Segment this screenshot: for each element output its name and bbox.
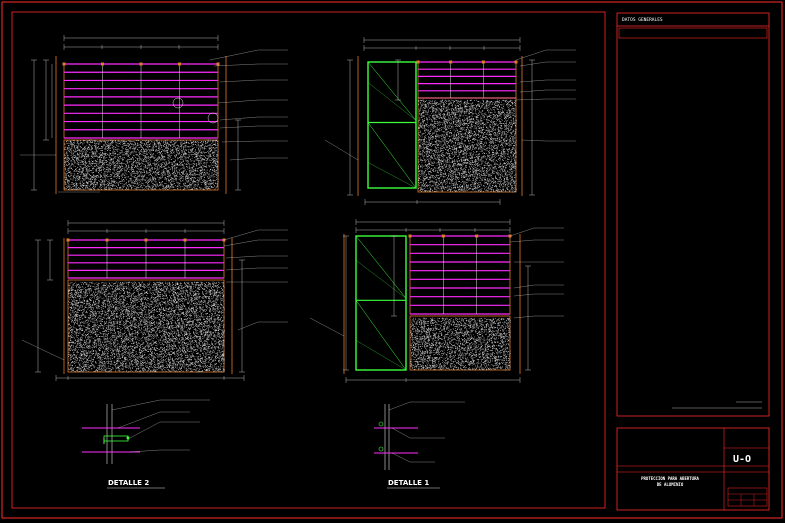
anchor-point — [475, 234, 479, 238]
anchor-point — [408, 234, 412, 238]
door-swing-line — [367, 162, 417, 189]
general-data-panel: DATOS GENERALES — [616, 12, 770, 417]
leader-line — [219, 116, 259, 121]
leader-line — [223, 229, 259, 241]
leader-line — [213, 63, 259, 67]
leader-line — [309, 317, 345, 337]
anchor-point — [514, 60, 518, 64]
title-block: U-O PROTECCION PARA ABERTURA DE ALUMINIO — [616, 427, 770, 511]
anchor-point — [105, 238, 109, 242]
door-swing-line — [355, 340, 407, 371]
elevation-mid-right — [309, 219, 564, 383]
detail-callout-circle — [172, 97, 184, 109]
leader-line — [221, 140, 259, 143]
door-swing-line — [355, 260, 407, 299]
anchor-point — [416, 60, 420, 64]
leader-line — [219, 125, 259, 129]
general-data-header: DATOS GENERALES — [622, 17, 663, 23]
door-frame — [355, 235, 407, 371]
leader-line — [209, 49, 259, 61]
anchor-point — [144, 238, 148, 242]
sheet-code: U-O — [733, 454, 751, 465]
leader-line — [513, 293, 535, 297]
elevation-top-left — [20, 35, 288, 194]
elevation-mid-left — [21, 220, 288, 381]
anchor-point — [216, 62, 220, 66]
wall-texture — [418, 99, 517, 193]
leader-line — [225, 255, 259, 259]
leader-line — [519, 61, 547, 67]
detail-1-title: DETALLE 1 — [388, 479, 429, 487]
leader-line — [513, 315, 535, 319]
leader-line — [217, 99, 259, 104]
wall-texture — [64, 139, 219, 191]
anchor-point — [62, 62, 66, 66]
anchor-point — [441, 234, 445, 238]
detail-2-title: DETALLE 2 — [108, 479, 149, 487]
door-frame — [367, 61, 417, 189]
leader-line — [324, 139, 359, 161]
leader-line — [229, 157, 259, 161]
anchor-point — [449, 60, 453, 64]
tube-frame — [409, 235, 511, 315]
leader-line — [515, 49, 547, 61]
leader-line — [21, 339, 65, 361]
leader-line — [519, 79, 547, 83]
leader-line — [223, 239, 259, 247]
door-swing-line — [355, 235, 407, 299]
detail-1: DETALLE 1 — [374, 401, 465, 489]
anchor-point — [101, 62, 104, 66]
leader-line — [219, 79, 259, 83]
leader-line — [519, 89, 547, 93]
wall-texture — [68, 281, 225, 373]
anchor-point — [178, 62, 181, 66]
tube-frame — [417, 61, 517, 99]
wall-panel — [63, 139, 219, 191]
door-swing-line — [367, 61, 417, 121]
door-swing-line — [367, 82, 417, 121]
leader-line — [225, 267, 259, 271]
anchor-point — [139, 62, 143, 66]
anchor-point — [66, 238, 70, 242]
wall-panel — [67, 279, 225, 373]
leader-line — [521, 139, 547, 142]
elevation-top-right — [324, 37, 576, 205]
leader-line — [515, 98, 547, 101]
detail-2: DETALLE 2 — [82, 399, 210, 489]
drawing-area-border — [11, 11, 606, 509]
anchor-point — [183, 238, 187, 242]
leader-line — [509, 239, 535, 243]
wall-panel — [409, 315, 511, 371]
detail-callout-circle — [207, 112, 219, 124]
leader-line — [237, 321, 259, 331]
leader-line — [513, 284, 535, 289]
project-title-line2: DE ALUMINIO — [657, 482, 684, 487]
leader-line — [509, 227, 535, 237]
door-swing-line — [367, 122, 417, 189]
anchor-point — [481, 60, 485, 64]
wall-texture — [410, 317, 511, 371]
door-swing-line — [355, 300, 407, 371]
project-title-line1: PROTECCION PARA ABERTURA — [641, 476, 699, 481]
